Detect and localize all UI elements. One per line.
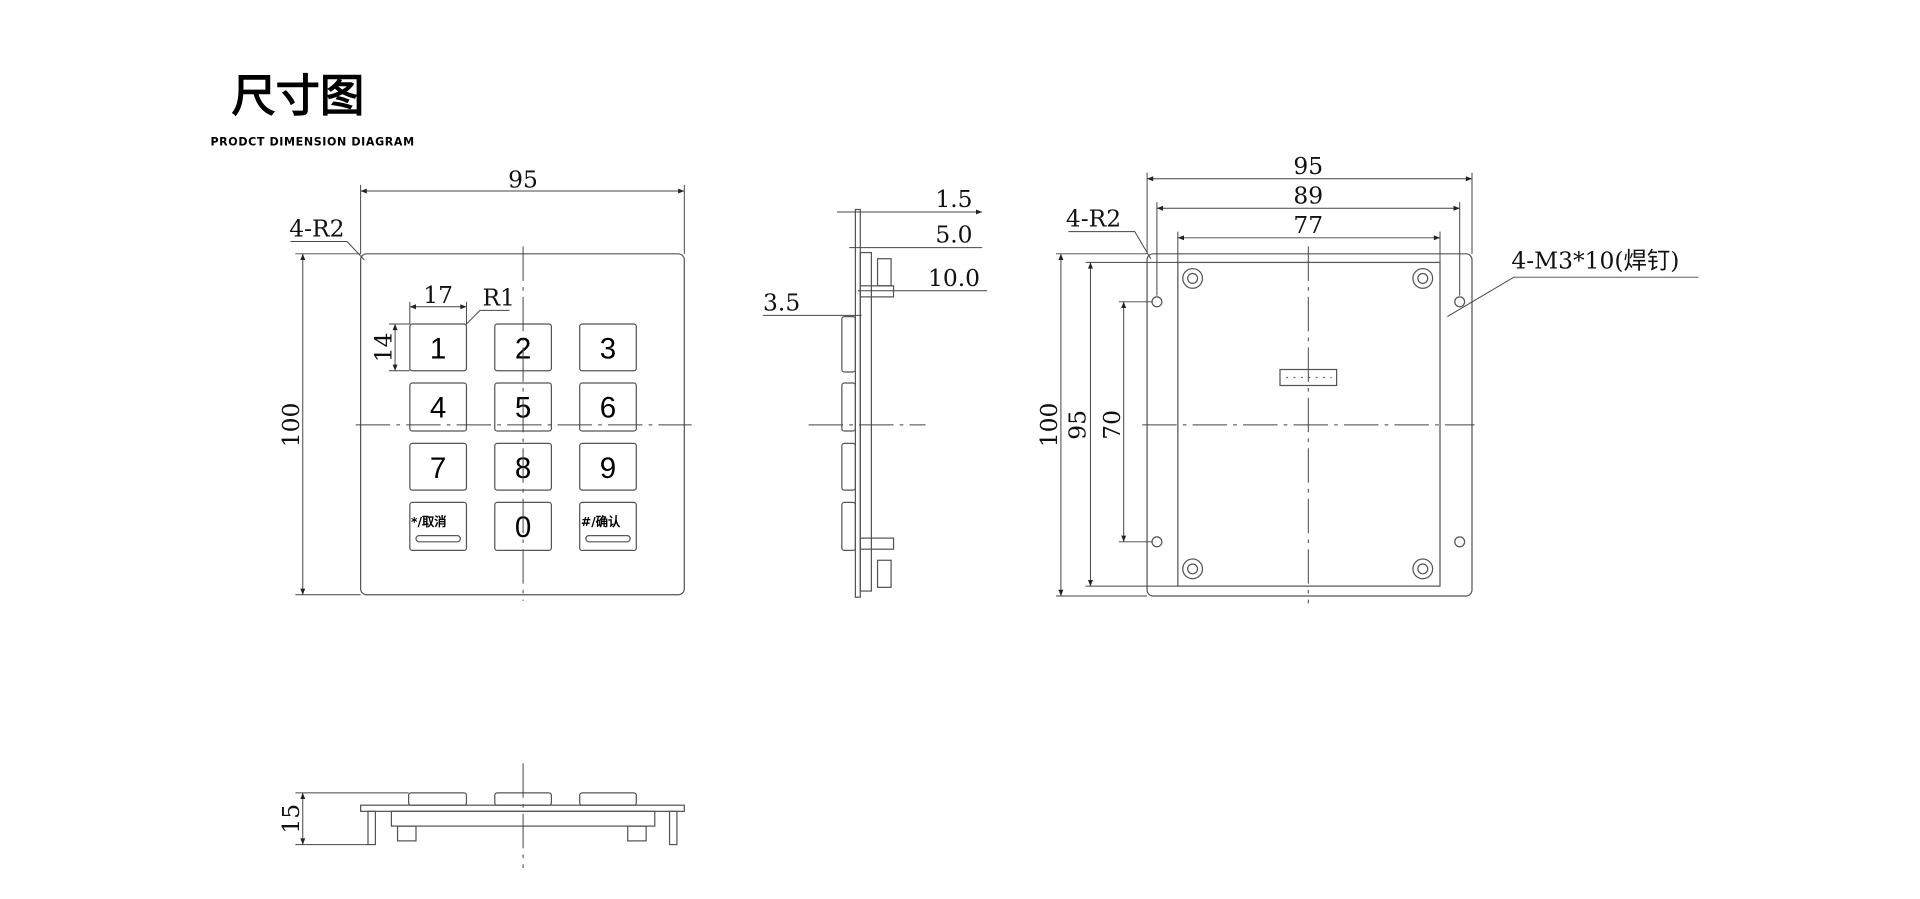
pcb-outline [1177,261,1441,587]
key-label: 4 [430,391,446,424]
mount-hole [1151,296,1163,308]
mount-hole [1454,536,1466,548]
key-label: 7 [430,452,446,485]
pcb-height-dimension: 95 [1064,410,1092,440]
front-view: 1 2 3 4 5 6 7 8 9 */取消 0 #/确认 95 100 4-R… [277,165,692,601]
nut [876,559,892,588]
nut [627,825,647,842]
key-3 [579,323,637,372]
stud-length-dimension: 10.0 [928,264,980,292]
pcb-side [859,251,873,592]
pcb-offset-dimension: 5.0 [935,221,972,249]
page-title: 尺寸图 [231,71,364,122]
hex-nut [1182,267,1204,289]
key-label: #/确认 [581,514,621,529]
hole-vertical-spacing-dimension: 70 [1098,410,1126,440]
key-4 [409,382,468,432]
back-height-dimension: 100 [1035,403,1063,448]
back-corner-radius-label: 4-R2 [1066,205,1121,233]
keypad-grid: 1 2 3 4 5 6 7 8 9 */取消 0 #/确认 [409,323,637,552]
cancel-led-slot [415,535,461,543]
plate-thickness-dimension: 1.5 [935,185,972,213]
nut [396,825,417,842]
stud [859,537,895,550]
key-label: */取消 [411,514,447,529]
side-view: 1.5 5.0 10.0 3.5 [763,185,988,598]
stud-spec-label: 4-M3*10(焊钉) [1511,247,1679,275]
page-subtitle: PRODCT DIMENSION DIAGRAM [210,135,414,148]
front-panel-outline [360,253,685,596]
stud [859,285,895,298]
hex-nut [1412,267,1434,289]
key-height-dimension: 14 [369,332,397,362]
hex-nut [1182,558,1204,580]
width-dimension: 95 [508,165,538,193]
bottom-view: 15 [277,763,685,868]
mount-hole [1151,536,1163,548]
key-protrusion-dimension: 3.5 [763,288,800,316]
key-7 [409,442,468,491]
confirm-led-slot [585,535,631,543]
key-label: 1 [430,332,446,365]
pcb-width-dimension: 77 [1293,211,1323,239]
mount-hole [1454,296,1466,308]
key-confirm [579,501,637,552]
key-label: 9 [600,452,616,485]
hex-nut [1412,558,1434,580]
key-9 [579,442,637,491]
bottom-plate [360,804,685,812]
key-label: 6 [600,391,616,424]
back-view: 95 89 77 100 95 70 4-R2 4-M3*10(焊钉) [1035,152,1699,604]
nut [876,258,892,287]
hole-spacing-dimension: 89 [1293,181,1323,209]
key-radius-label: R1 [482,283,514,311]
key-cancel [409,501,468,552]
key-width-dimension: 17 [423,281,453,309]
key-label: 3 [600,332,616,365]
thickness-dimension: 15 [277,804,305,834]
key-1 [409,323,468,372]
back-width-dimension: 95 [1293,152,1323,180]
key-6 [579,382,637,432]
corner-radius-label: 4-R2 [289,215,344,243]
height-dimension: 100 [277,403,305,448]
front-plate [854,208,861,598]
radius-leader [290,241,365,261]
